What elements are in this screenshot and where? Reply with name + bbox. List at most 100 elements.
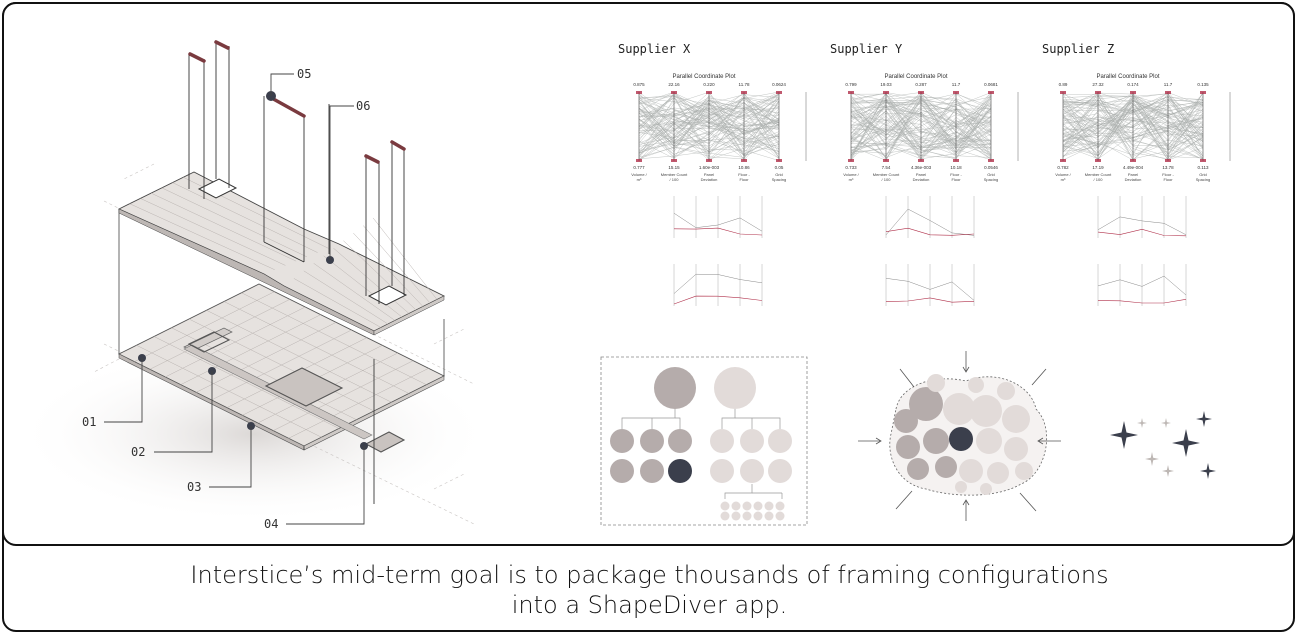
pcp-min-marker bbox=[1165, 159, 1171, 162]
void-shape bbox=[1200, 463, 1216, 479]
pcp-min-marker bbox=[848, 159, 854, 162]
pcp-max-marker bbox=[848, 91, 854, 94]
pcp-mini-plot bbox=[673, 264, 763, 306]
supplier-y-label: Supplier Y bbox=[830, 42, 903, 56]
pcp-min-marker bbox=[953, 159, 959, 162]
packed-circle bbox=[997, 382, 1015, 400]
dashed-boundary bbox=[600, 356, 808, 526]
child-node bbox=[610, 459, 634, 483]
void-shape bbox=[1162, 465, 1174, 477]
child-node bbox=[768, 459, 792, 483]
child-node bbox=[768, 429, 792, 453]
pcp-min-marker bbox=[1200, 159, 1206, 162]
pcp-axis-label: / 100 bbox=[670, 177, 680, 182]
pcp-axis-label: Floor bbox=[739, 177, 749, 182]
pcp-top-value: 0.0624 bbox=[772, 82, 786, 87]
pcp-max-marker bbox=[776, 91, 782, 94]
pcp-min-marker bbox=[706, 159, 712, 162]
pcp-axis-label: Member Count bbox=[873, 172, 900, 177]
packed-circle bbox=[955, 481, 967, 493]
pcp-supplier-2: Parallel Coordinate Plot0.7990.733Volume… bbox=[843, 74, 1019, 182]
pcp-top-value: 0.220 bbox=[703, 82, 715, 87]
pcp-top-value: 11.7 bbox=[952, 82, 961, 87]
packed-circle bbox=[959, 459, 983, 483]
leaf-node bbox=[764, 511, 774, 521]
child-node bbox=[710, 429, 734, 453]
pcp-bottom-value: 0.05 bbox=[775, 165, 784, 170]
callout-05: 05 bbox=[297, 67, 311, 81]
pcp-mini-plot bbox=[885, 264, 975, 306]
packed-circle bbox=[894, 409, 918, 433]
pcp-max-marker bbox=[953, 91, 959, 94]
leaf-node bbox=[731, 501, 741, 511]
pcp-top-value: 0.287 bbox=[915, 82, 927, 87]
hierarchy-circle-diagram bbox=[600, 356, 808, 526]
pcp-axis-label: Deviation bbox=[913, 177, 930, 182]
pcp-top-value: 0.875 bbox=[633, 82, 645, 87]
packed-circle bbox=[980, 483, 992, 495]
caption-line-2: into a ShapeDiver app. bbox=[511, 591, 788, 619]
pcp-title: Parallel Coordinate Plot bbox=[1096, 74, 1159, 80]
child-node bbox=[610, 429, 634, 453]
pcp-axis-label: Floor - bbox=[1162, 172, 1174, 177]
pcp-min-marker bbox=[741, 159, 747, 162]
pcp-min-marker bbox=[776, 159, 782, 162]
pcp-axis-label: Volume / bbox=[843, 172, 859, 177]
packed-circle bbox=[927, 374, 945, 392]
pcp-title: Parallel Coordinate Plot bbox=[672, 74, 735, 80]
pcp-max-marker bbox=[706, 91, 712, 94]
pcp-mini-plot bbox=[673, 196, 763, 238]
pcp-axis-label: / 100 bbox=[882, 177, 892, 182]
pcp-axis-label: Floor bbox=[951, 177, 961, 182]
packed-circle bbox=[907, 458, 929, 480]
pcp-axis-label: Member Count bbox=[661, 172, 688, 177]
pcp-top-value: 0.174 bbox=[1127, 82, 1139, 87]
pcp-bottom-value: 0.782 bbox=[1057, 165, 1069, 170]
void-shape bbox=[1137, 418, 1147, 428]
packed-circle bbox=[896, 435, 920, 459]
pcp-axis-label: m³ bbox=[1061, 177, 1066, 182]
pcp-top-value: 11.78 bbox=[739, 82, 750, 87]
callout-leaders bbox=[104, 73, 365, 525]
pcp-max-marker bbox=[671, 91, 677, 94]
leaf-node bbox=[753, 501, 763, 511]
caption: Interstice’s mid-term goal is to package… bbox=[0, 560, 1299, 620]
pcp-axis-label: m³ bbox=[849, 177, 854, 182]
pcp-top-value: 0.135 bbox=[1197, 82, 1209, 87]
pcp-min-marker bbox=[1060, 159, 1066, 162]
pcp-max-marker bbox=[883, 91, 889, 94]
leaf-node bbox=[720, 501, 730, 511]
callout-06: 06 bbox=[356, 99, 370, 113]
parallel-coordinate-plots: Parallel Coordinate Plot 0.875 0.777Volume… bbox=[631, 74, 1231, 306]
packed-circle bbox=[968, 377, 984, 393]
void-shape bbox=[1145, 452, 1159, 466]
upper-floor-plate bbox=[117, 171, 446, 336]
pcp-axis-label: Deviation bbox=[1125, 177, 1142, 182]
pcp-mini-plot bbox=[885, 196, 975, 238]
packed-circle bbox=[970, 395, 1002, 427]
pcp-axis-label: Grid bbox=[1199, 172, 1207, 177]
pcp-axis-label: Panel bbox=[916, 172, 926, 177]
packed-circle bbox=[909, 387, 943, 421]
pcp-max-marker bbox=[636, 91, 642, 94]
isometric-framing-diagram: 01 02 03 04 05 06 bbox=[14, 40, 494, 531]
child-node bbox=[740, 429, 764, 453]
compression-arrows bbox=[858, 351, 1061, 521]
packed-circle bbox=[987, 462, 1009, 484]
pcp-max-marker bbox=[1165, 91, 1171, 94]
packed-circle bbox=[1015, 462, 1033, 480]
root-node-right bbox=[714, 367, 756, 409]
pcp-top-value: 27.32 bbox=[1092, 82, 1104, 87]
pcp-min-marker bbox=[636, 159, 642, 162]
child-node bbox=[640, 429, 664, 453]
packed-circle bbox=[1002, 405, 1030, 433]
packed-cluster-diagram bbox=[858, 351, 1061, 521]
pcp-max-marker bbox=[741, 91, 747, 94]
pcp-supplier-3: Parallel Coordinate Plot0.890.782Volume … bbox=[1055, 74, 1231, 182]
pcp-min-marker bbox=[1130, 159, 1136, 162]
pcp-bottom-value: 0.777 bbox=[633, 165, 645, 170]
pcp-mini-plot bbox=[1097, 264, 1187, 306]
pcp-top-value: 22.16 bbox=[668, 82, 680, 87]
pcp-axis-label: Floor - bbox=[738, 172, 750, 177]
leaf-node bbox=[731, 511, 741, 521]
